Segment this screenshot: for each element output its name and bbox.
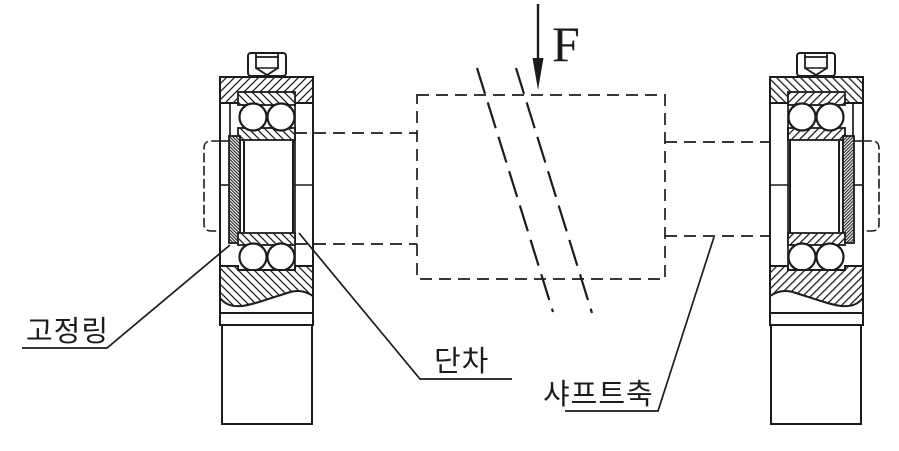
upper-bearing xyxy=(237,91,296,141)
callout-step: 단차 xyxy=(298,232,512,380)
arrowhead xyxy=(532,58,544,90)
label-step: 단차 xyxy=(434,345,489,378)
left-bearing-unit xyxy=(203,52,314,425)
pedestal xyxy=(219,293,314,425)
fixing-ring xyxy=(228,135,241,244)
housing-bottom-block xyxy=(219,265,314,308)
force-arrow xyxy=(532,4,544,90)
shaft-dashed-lines xyxy=(295,132,770,245)
bearing-ball xyxy=(266,242,296,272)
callout-shaft-axis: 샤프트축 xyxy=(543,236,715,412)
bearing-ball xyxy=(238,102,268,132)
bolt xyxy=(247,52,287,77)
force-label: F xyxy=(552,16,580,72)
label-shaft-axis: 샤프트축 xyxy=(543,379,654,411)
break-centerlines xyxy=(475,67,594,314)
leader-line xyxy=(298,232,512,380)
label-fixing-ring: 고정링 xyxy=(26,316,109,348)
leader-line xyxy=(565,236,715,412)
callout-fixing-ring: 고정링 xyxy=(22,244,231,349)
bearing-ball xyxy=(238,242,268,272)
bearing-ball xyxy=(266,102,296,132)
shaft-stub-dashed xyxy=(203,140,221,232)
housing-top-block xyxy=(219,76,314,104)
shaft-section-edges xyxy=(239,139,294,234)
gear-outline-dashed-box xyxy=(416,94,666,280)
right-bearing-unit xyxy=(768,51,881,426)
leader-line xyxy=(22,244,231,349)
